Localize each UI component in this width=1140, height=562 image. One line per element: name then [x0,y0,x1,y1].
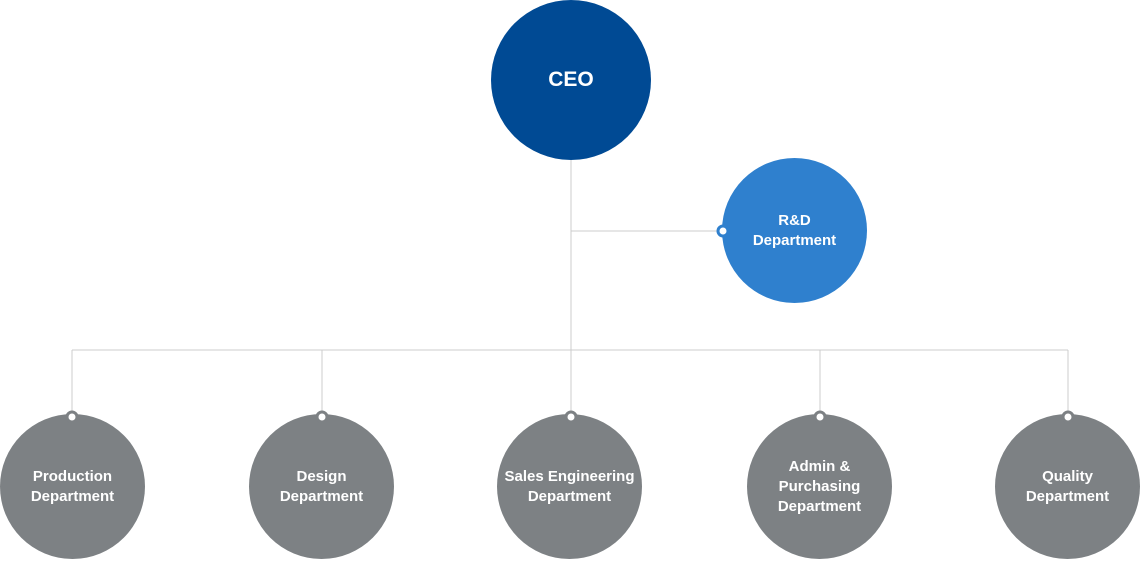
sales-connector-dot [564,410,578,424]
quality-department-label: Quality Department [1025,467,1110,505]
rd-department-label: R&D Department [752,211,837,249]
rd-department-node: R&D Department [722,158,867,303]
quality-department-node: Quality Department [995,414,1140,559]
ceo-node: CEO [491,0,651,160]
production-department-node: Production Department [0,414,145,559]
admin-connector-dot [813,410,827,424]
admin-purchasing-department-label: Admin & Purchasing Department [777,457,862,515]
sales-engineering-department-node: Sales Engineering Department [497,414,642,559]
ceo-label: CEO [548,68,594,91]
quality-connector-dot [1061,410,1075,424]
sales-engineering-department-label: Sales Engineering Department [504,467,635,505]
design-department-node: Design Department [249,414,394,559]
admin-purchasing-department-node: Admin & Purchasing Department [747,414,892,559]
production-department-label: Production Department [30,467,115,505]
production-connector-dot [65,410,79,424]
design-connector-dot [315,410,329,424]
rd-connector-dot [716,224,730,238]
design-department-label: Design Department [279,467,364,505]
